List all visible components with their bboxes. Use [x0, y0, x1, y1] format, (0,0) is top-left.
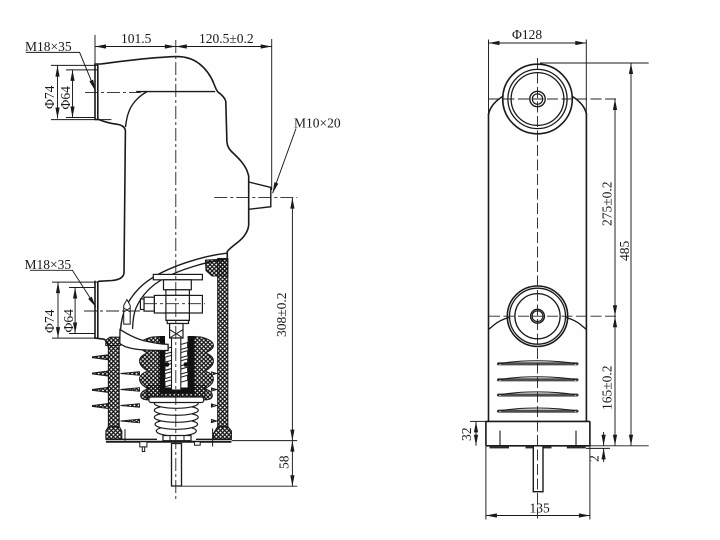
svg-text:Φ74: Φ74 — [42, 85, 57, 109]
svg-text:58: 58 — [277, 455, 292, 469]
svg-text:165±0.2: 165±0.2 — [600, 365, 615, 410]
svg-text:101.5: 101.5 — [121, 31, 152, 46]
svg-text:308±0.2: 308±0.2 — [274, 292, 289, 337]
svg-text:32: 32 — [459, 428, 474, 442]
svg-text:Φ64: Φ64 — [61, 309, 76, 333]
svg-text:Φ128: Φ128 — [512, 27, 542, 42]
svg-text:Φ64: Φ64 — [58, 86, 73, 110]
svg-text:M18×35: M18×35 — [25, 39, 72, 54]
svg-text:120.5±0.2: 120.5±0.2 — [199, 31, 254, 46]
svg-text:M18×35: M18×35 — [25, 257, 72, 272]
svg-text:485: 485 — [617, 241, 632, 262]
svg-text:2: 2 — [587, 455, 602, 462]
svg-text:M10×20: M10×20 — [294, 116, 341, 131]
svg-text:135: 135 — [530, 501, 551, 516]
svg-text:Φ74: Φ74 — [42, 309, 57, 333]
svg-text:275±0.2: 275±0.2 — [600, 181, 615, 226]
